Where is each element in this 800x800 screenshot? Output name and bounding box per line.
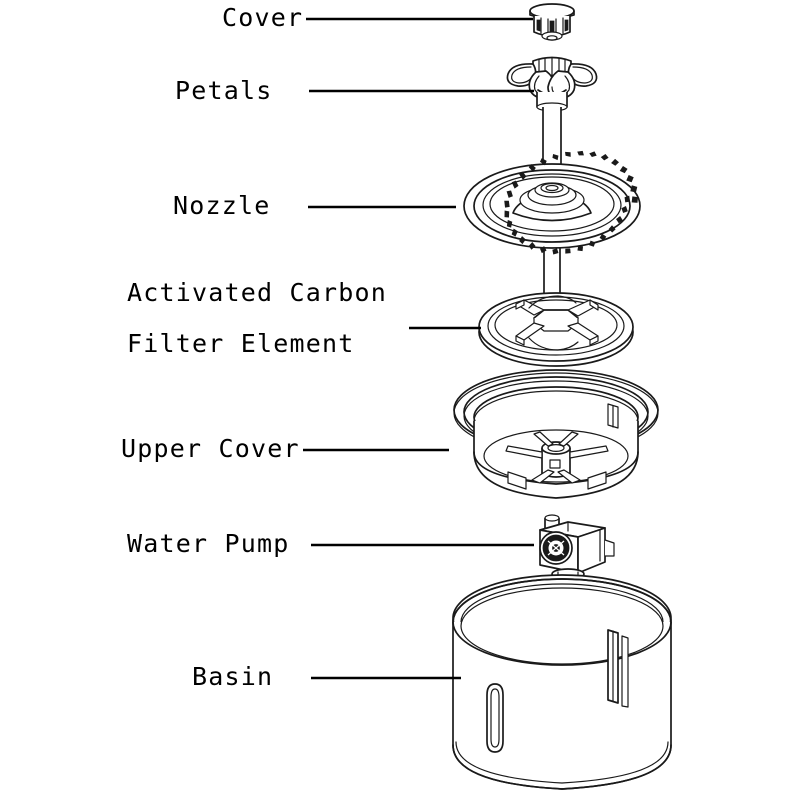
pump-grille-spoke-2 — [547, 540, 565, 556]
nozzle-hub-top — [540, 182, 564, 194]
leader-lines-group — [303, 17, 534, 680]
filter-rib-cap-fr — [589, 335, 599, 346]
upper-cover-bottom-contour — [473, 451, 639, 499]
nozzle-hub-hole — [545, 184, 559, 192]
basin-bottom-contour — [452, 744, 672, 790]
upper-cover-rib-front-right — [557, 469, 581, 484]
upper-cover-rib-right — [569, 445, 609, 459]
pump-mount-bracket — [604, 539, 615, 557]
pump-body-side — [577, 527, 606, 574]
label-basin: Basin — [192, 662, 273, 691]
filter-rib-cap-fl — [515, 335, 525, 346]
label-cover: Cover — [222, 3, 303, 32]
upper-cover-boss-hole — [547, 444, 565, 453]
part-water-pump — [539, 514, 615, 580]
part-cover — [529, 3, 575, 41]
label-nozzle: Nozzle — [173, 191, 271, 220]
upper-cover-boss-tab — [549, 459, 561, 469]
cover-top-ellipse — [529, 3, 575, 19]
filter-rib-cap-br — [589, 299, 599, 311]
petals-petal-left-inner — [511, 66, 533, 84]
upper-cover-clip-left — [507, 471, 527, 490]
filter-pad-back-outline — [528, 295, 577, 309]
nozzle-slot-ring — [504, 150, 639, 255]
basin-rim-edge-top — [452, 578, 672, 666]
pump-outlet-opening — [544, 514, 560, 522]
upper-cover-rib-left — [505, 445, 543, 459]
basin-cable-channel-2 — [621, 635, 629, 708]
part-filter-element — [478, 292, 634, 367]
upper-cover-rib-back-right — [558, 431, 579, 447]
upper-cover-rib-back-left — [533, 431, 554, 447]
basin-wall — [452, 622, 672, 790]
part-nozzle — [463, 150, 641, 255]
labels-group: Cover Petals Nozzle Activated Carbon Fil… — [121, 3, 387, 691]
upper-cover-clip-right — [587, 471, 607, 490]
filter-center-hub-side — [533, 318, 579, 332]
part-basin — [452, 574, 672, 790]
petals-petal-right-inner — [571, 66, 593, 84]
cover-bottom-hole — [546, 35, 558, 41]
label-petals: Petals — [175, 76, 273, 105]
label-filter-element-line-2: Filter Element — [127, 329, 355, 358]
label-water-pump: Water Pump — [127, 529, 290, 558]
nozzle-rim-ring-3 — [489, 176, 615, 232]
filter-inner-ring-1 — [487, 296, 625, 356]
upper-cover-rib-front-left — [531, 469, 555, 484]
basin-rim-edge-inner — [460, 587, 664, 665]
basin-bottom-contour-inner — [455, 741, 669, 784]
basin-level-window-inner — [490, 688, 500, 748]
filter-rib-cap-bl — [515, 299, 525, 310]
nozzle-rim-ring-2 — [482, 173, 622, 237]
label-upper-cover: Upper Cover — [121, 434, 300, 463]
filter-pad-front-outline — [528, 337, 579, 351]
basin-level-window-outer — [486, 683, 504, 753]
nozzle-rim-ring-1 — [473, 169, 631, 243]
label-filter-element-line-1: Activated Carbon — [127, 278, 387, 307]
cover-window-3 — [564, 19, 569, 32]
cover-window-1 — [536, 19, 541, 32]
basin-cable-channel-top — [607, 629, 619, 634]
part-upper-cover — [453, 369, 659, 499]
